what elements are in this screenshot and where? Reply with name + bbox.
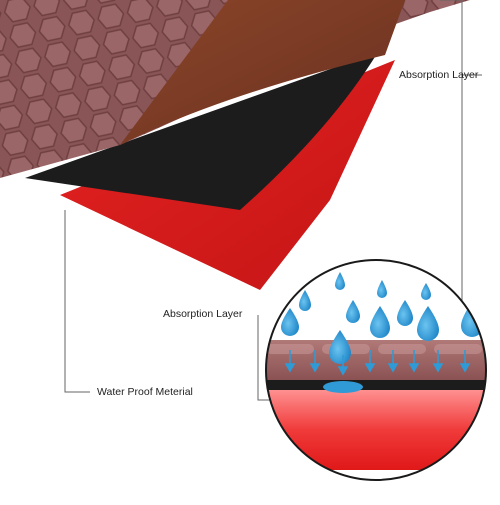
black-waterproof-layer — [25, 52, 378, 210]
zoom-circle-border — [265, 259, 487, 481]
down-arrow-icon — [284, 350, 471, 376]
absorption-layer-mid-label: Absorption Layer — [163, 308, 243, 320]
waterproof-material-label: Water Proof Meterial — [97, 386, 193, 398]
brown-peeled-layer — [120, 0, 405, 145]
absorption-layer-top-label: Absorption Layer — [399, 69, 479, 81]
cross-section-zoom — [266, 260, 486, 480]
